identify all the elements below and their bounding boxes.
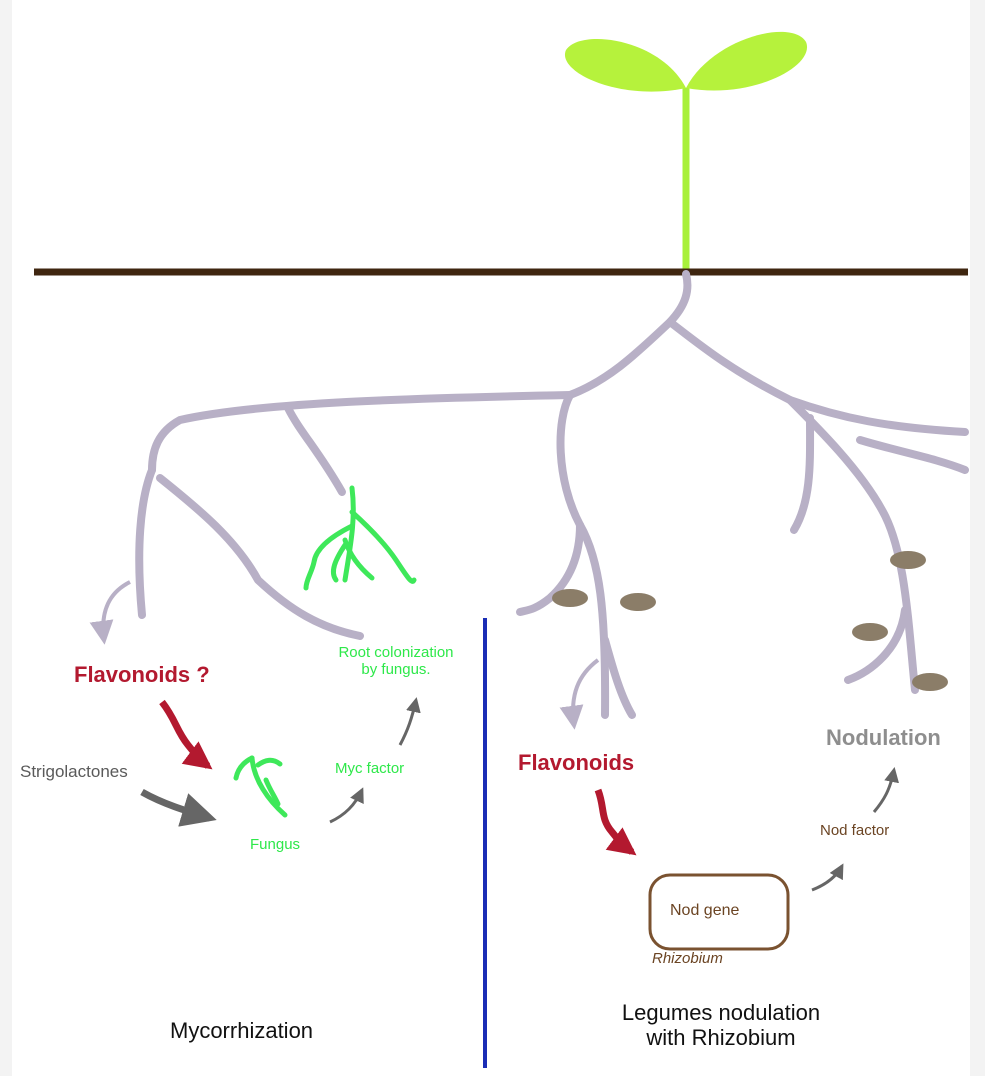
nodule <box>852 623 888 641</box>
strigolactones-arrow <box>142 792 210 818</box>
seedling <box>565 32 807 272</box>
seedling-leaf-right <box>686 32 807 91</box>
rhizobium-label: Rhizobium <box>652 950 723 967</box>
root-system <box>139 274 965 715</box>
seedling-leaf-left <box>565 39 686 92</box>
nodule <box>552 589 588 607</box>
nodulation-label: Nodulation <box>826 725 941 750</box>
legumes-title: Legumes nodulation with Rhizobium <box>566 1000 876 1051</box>
fungus-label: Fungus <box>250 836 300 853</box>
legumes-title-line1: Legumes nodulation <box>566 1000 876 1025</box>
nod-factor-label: Nod factor <box>820 822 889 839</box>
nod-gene-to-factor-arrow <box>812 866 842 890</box>
nod-factor-to-nodulation-arrow <box>874 770 894 812</box>
root-colonization-line2: by fungus. <box>314 661 478 678</box>
myc-factor-label: Myc factor <box>335 760 404 777</box>
nod-gene-label: Nod gene <box>670 902 739 920</box>
root-colonization-line1: Root colonization <box>314 644 478 661</box>
fungal-hyphae <box>306 488 414 588</box>
root-exudate-arrow-right <box>573 660 598 725</box>
fungus-icon <box>236 758 285 815</box>
nodule <box>620 593 656 611</box>
mycorrhization-title: Mycorrhization <box>170 1018 313 1043</box>
left-flavonoids-label: Flavonoids ? <box>74 662 210 687</box>
fungus-to-myc-arrow <box>330 790 362 822</box>
myc-to-colonization-arrow <box>400 700 416 745</box>
right-flavonoids-label: Flavonoids <box>518 750 634 775</box>
root-colonization-label: Root colonization by fungus. <box>314 644 478 679</box>
flavonoids-arrow-right <box>598 790 632 852</box>
strigolactones-label: Strigolactones <box>20 762 128 782</box>
nodule <box>890 551 926 569</box>
legumes-title-line2: with Rhizobium <box>566 1025 876 1050</box>
flavonoids-arrow-left <box>162 702 208 766</box>
root-exudate-arrow-left <box>103 582 130 640</box>
nodule <box>912 673 948 691</box>
